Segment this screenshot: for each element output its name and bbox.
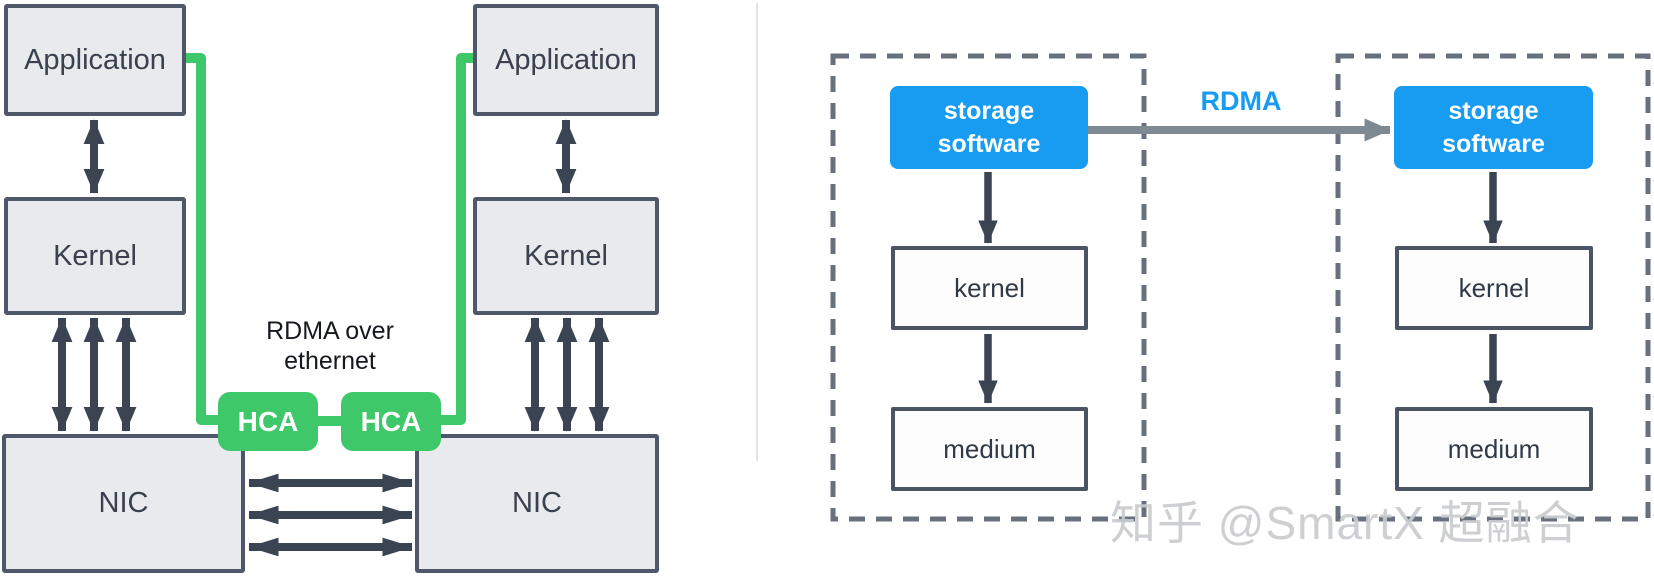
node-boundary-0	[830, 53, 1147, 522]
green-bypass-link-host-1	[441, 53, 473, 425]
green-bypass-link-host-0	[186, 53, 219, 425]
watermark: 知乎 @SmartX 超融合	[1110, 497, 1580, 549]
node-boundary-1	[1335, 53, 1651, 522]
